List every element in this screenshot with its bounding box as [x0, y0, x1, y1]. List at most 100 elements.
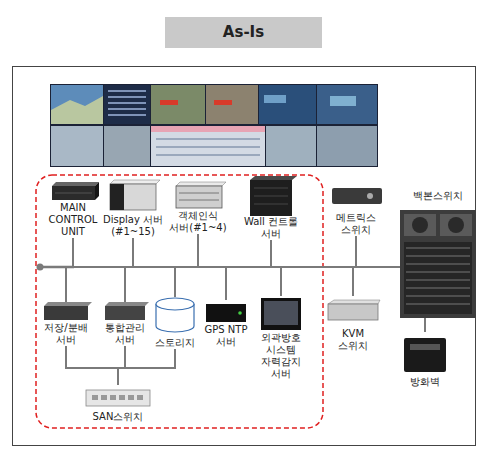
switch-port: [110, 395, 116, 400]
storage-cylinder: [156, 298, 194, 310]
device-label: 통합관리 서버: [100, 322, 150, 346]
device-node: 저장/분배 서버: [40, 302, 92, 346]
device-label: SAN스위치: [80, 411, 156, 423]
server-icon: [105, 302, 149, 306]
chassis-slot: [406, 296, 470, 297]
network-link: [353, 267, 400, 296]
network-link: [356, 236, 400, 267]
dashed-group: [36, 175, 323, 428]
wall-tile-land: [51, 96, 103, 124]
device-label: Wall 컨트롤 서버: [240, 216, 302, 240]
switch-icon: [332, 188, 382, 204]
video-wall: [50, 84, 378, 167]
chassis-icon: [448, 217, 464, 233]
network-link: [133, 238, 400, 267]
chassis-slot: [406, 272, 470, 273]
chassis-icon: [412, 217, 428, 233]
chassis-icon: [404, 242, 472, 314]
chassis-icon: [440, 214, 472, 236]
device-label: Display 서버(#1~15): [101, 214, 165, 238]
device-label: MAIN CONTROL UNIT: [40, 202, 106, 238]
device-node: 메트릭스 스위치: [328, 184, 384, 236]
device-node: 객체인식 서버(#1~4): [167, 180, 229, 234]
chassis-slot: [406, 248, 470, 249]
server-icon: [110, 184, 156, 210]
wall-tile-spot: [330, 96, 356, 106]
wall-tile-row: [108, 114, 146, 116]
network-link: [66, 346, 118, 385]
switch-icon: [328, 304, 378, 320]
firewall-icon: [404, 338, 446, 372]
server-icon: [52, 182, 99, 186]
switch-port: [128, 395, 134, 400]
device-node: Wall 컨트롤 서버: [240, 176, 302, 240]
network-link: [125, 267, 400, 302]
monitor-icon: [264, 301, 298, 325]
wall-tile-row: [108, 96, 146, 98]
chassis-slot: [406, 288, 470, 289]
wall-tile: [259, 85, 316, 124]
wall-tile-row: [156, 154, 260, 156]
device-node: MAIN CONTROL UNIT: [40, 182, 106, 238]
device-node: GPS NTP 서버: [198, 300, 254, 348]
switch-port: [119, 395, 125, 400]
wall-tile: [206, 85, 258, 124]
server-icon: [250, 176, 297, 180]
server-icon: [254, 196, 288, 197]
server-icon: [254, 188, 288, 189]
device-label: KVM 스위치: [331, 328, 375, 352]
network-link: [271, 240, 400, 267]
network-link: [424, 318, 426, 332]
wall-tile-row: [156, 138, 260, 140]
server-icon: [110, 184, 124, 210]
firewall-icon: [410, 344, 440, 350]
wall-tile-header: [151, 126, 265, 132]
diagram-title: As-Is: [165, 17, 322, 48]
device-label: GPS NTP 서버: [198, 324, 254, 348]
device-node: 외곽방호 시스템 자력감지 서버: [256, 296, 306, 380]
server-led: [238, 311, 242, 315]
server-icon: [254, 204, 288, 205]
device-node: 스토리지: [152, 297, 198, 349]
device-label: 외곽방호 시스템 자력감지 서버: [256, 332, 306, 380]
device-label: 객체인식 서버(#1~4): [167, 210, 229, 234]
device-label: 저장/분배 서버: [40, 322, 92, 346]
network-link: [226, 267, 400, 300]
wall-tile-row: [108, 108, 146, 110]
server-icon: [176, 182, 226, 186]
network-link: [281, 267, 400, 296]
server-icon: [95, 182, 99, 200]
server-icon: [206, 304, 246, 322]
switch-icon: [328, 300, 380, 304]
title-band: [165, 17, 322, 48]
chassis-icon: [404, 214, 436, 236]
bus-end: [37, 264, 44, 271]
device-node: 백본스위치: [400, 190, 476, 318]
wall-tile: [266, 126, 316, 166]
wall-tile: [151, 85, 205, 124]
switch-port: [101, 395, 107, 400]
server-icon: [44, 302, 92, 306]
wall-tile-row: [156, 146, 260, 148]
network-link: [175, 267, 400, 297]
server-icon: [176, 186, 222, 208]
wall-tile: [151, 126, 265, 166]
chassis-icon: [400, 210, 476, 318]
device-label: 스토리지: [152, 337, 198, 349]
wall-tile-spot: [264, 95, 286, 103]
server-icon: [179, 193, 219, 194]
device-node: 방화벽: [398, 332, 452, 388]
device-label: 메트릭스 스위치: [328, 212, 384, 236]
wall-tile-row: [108, 102, 146, 104]
server-icon: [52, 186, 95, 200]
wall-tile: [104, 85, 150, 124]
wall-tile-alert: [160, 100, 178, 105]
network-link: [118, 349, 175, 385]
chassis-slot: [406, 264, 470, 265]
server-icon: [110, 180, 160, 184]
chassis-slot: [406, 304, 470, 305]
outer-frame: [13, 67, 476, 446]
switch-port: [92, 395, 98, 400]
wall-tile: [51, 126, 103, 166]
switch-icon: [367, 193, 373, 199]
